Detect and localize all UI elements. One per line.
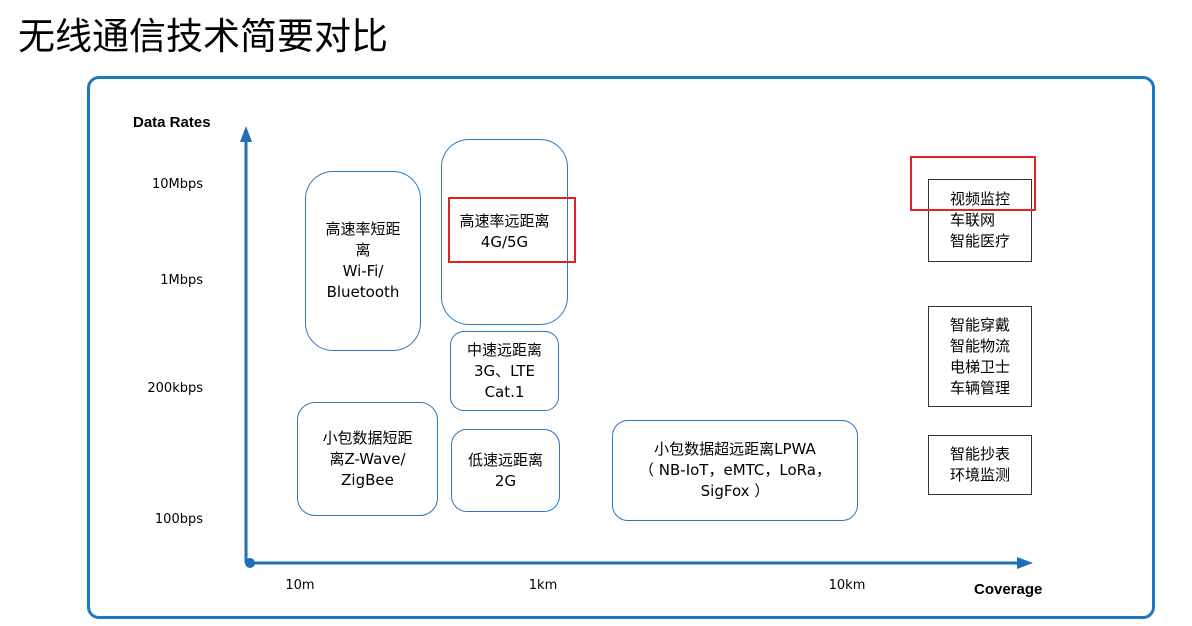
- y-tick-label: 10Mbps: [151, 177, 203, 192]
- tech-wifi-bluetooth: 高速率短距 离 Wi-Fi/ Bluetooth: [305, 171, 421, 351]
- app-box-high-rate: 视频监控 车联网 智能医疗: [928, 179, 1032, 262]
- app-box-low-rate: 智能抄表 环境监测: [928, 435, 1032, 495]
- x-axis-arrowhead: [1017, 557, 1033, 569]
- tech-4g-5g: 高速率远距离 4G/5G: [441, 139, 568, 325]
- y-tick-label: 100bps: [154, 512, 203, 527]
- x-tick-label: 10km: [828, 578, 866, 593]
- tech-label: 低速远距离 2G: [467, 450, 543, 490]
- y-axis-arrowhead: [240, 126, 252, 142]
- tech-label: 高速率短距 离 Wi-Fi/ Bluetooth: [325, 220, 401, 301]
- x-tick-label: 1km: [528, 578, 558, 593]
- tech-lpwa: 小包数据超远距离LPWA （ NB-IoT，eMTC，LoRa， SigFox …: [612, 420, 858, 521]
- highlight-video-surveillance: [910, 156, 1036, 211]
- app-label: 视频监控 车联网 智能医疗: [949, 190, 1010, 250]
- y-tick-label: 1Mbps: [160, 273, 203, 288]
- axis-origin-dot: [245, 558, 255, 568]
- diagram-frame: [87, 76, 1155, 619]
- tech-label: 高速率远距离 4G/5G: [459, 212, 550, 251]
- y-tick-label: 200kbps: [147, 381, 203, 396]
- tech-2g: 低速远距离 2G: [451, 429, 560, 512]
- x-tick-label: 10m: [285, 578, 315, 593]
- app-box-mid-rate: 智能穿戴 智能物流 电梯卫士 车辆管理: [928, 306, 1032, 407]
- tech-label: 小包数据超远距离LPWA （ NB-IoT，eMTC，LoRa， SigFox …: [639, 440, 831, 500]
- x-axis-title: Coverage: [974, 581, 1043, 598]
- tech-label: 中速远距离 3G、LTE Cat.1: [466, 340, 542, 401]
- tech-label: 小包数据短距 离Z-Wave/ ZigBee: [322, 428, 413, 489]
- tech-zwave-zigbee: 小包数据短距 离Z-Wave/ ZigBee: [297, 402, 438, 516]
- tech-3g-lte: 中速远距离 3G、LTE Cat.1: [450, 331, 559, 411]
- page-title: 无线通信技术简要对比: [18, 15, 388, 58]
- app-label: 智能穿戴 智能物流 电梯卫士 车辆管理: [949, 315, 1010, 397]
- y-axis-title: Data Rates: [133, 114, 211, 131]
- highlight-4g-5g: [448, 197, 576, 263]
- app-label: 智能抄表 环境监测: [949, 445, 1010, 484]
